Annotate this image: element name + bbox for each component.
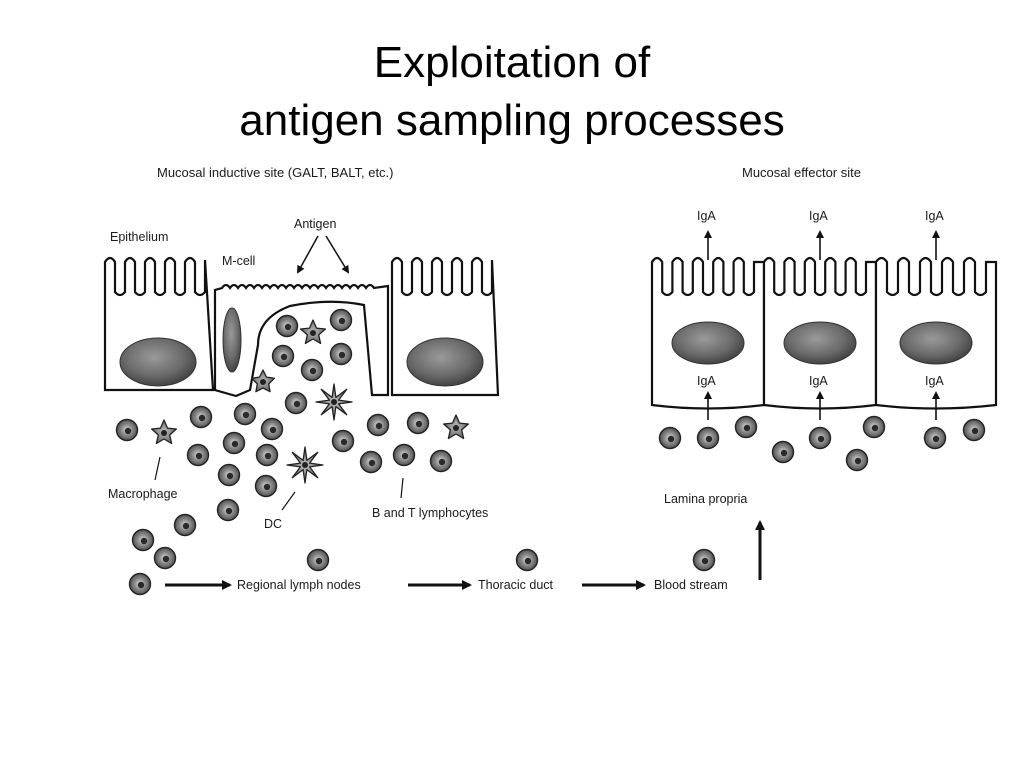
lymphocyte-icon bbox=[392, 443, 416, 467]
lymphocyte-icon bbox=[275, 314, 299, 338]
lymphocyte-icon bbox=[808, 426, 832, 450]
lymphocyte-icon bbox=[233, 402, 257, 426]
lymphocyte-icon bbox=[845, 448, 869, 472]
macrophage-icon bbox=[299, 319, 327, 345]
lymphocyte-icon bbox=[131, 528, 155, 552]
lymphocyte-icon bbox=[284, 391, 308, 415]
lymphocyte-icon bbox=[359, 450, 383, 474]
m-cell-nucleus-icon bbox=[222, 307, 242, 373]
effector-epithelial-cell: IgA IgA bbox=[650, 209, 766, 420]
dendritic-cell-icon bbox=[286, 446, 324, 484]
inductive-site-label: Mucosal inductive site (GALT, BALT, etc.… bbox=[157, 165, 394, 180]
antigen-arrow-right bbox=[325, 235, 350, 274]
effector-epithelial-cell: IgA IgA bbox=[762, 209, 878, 420]
iga-label-inner: IgA bbox=[697, 374, 716, 388]
slide-title: Exploitation of antigen sampling process… bbox=[0, 34, 1024, 150]
iga-label-top: IgA bbox=[925, 209, 944, 223]
macrophage-pointer bbox=[154, 456, 161, 481]
lymphocyte-icon bbox=[173, 513, 197, 537]
m-cell-label: M-cell bbox=[222, 254, 255, 268]
iga-label-inner: IgA bbox=[925, 374, 944, 388]
lymphocyte-icon bbox=[306, 548, 330, 572]
lymphocyte-icon bbox=[115, 418, 139, 442]
lymphocyte-icon bbox=[771, 440, 795, 464]
lymphocyte-icon bbox=[366, 413, 390, 437]
effector-epithelium: IgA IgA IgA IgA IgA IgA bbox=[650, 209, 998, 420]
lamina-propria-label: Lamina propria bbox=[664, 492, 747, 506]
lymphocyte-icon bbox=[862, 415, 886, 439]
lymphocytes-pointer bbox=[400, 477, 404, 499]
epithelium-label: Epithelium bbox=[110, 230, 168, 244]
lymphocyte-icon bbox=[329, 308, 353, 332]
lymphocytes-label: B and T lymphocytes bbox=[372, 506, 488, 520]
lymphocyte-icon bbox=[734, 415, 758, 439]
effector-lymphocytes bbox=[658, 415, 986, 472]
nucleus-icon bbox=[119, 337, 197, 387]
nucleus-icon bbox=[671, 321, 745, 365]
title-line-1: Exploitation of bbox=[373, 38, 651, 87]
pathway-step-blood-stream: Blood stream bbox=[654, 578, 728, 592]
dc-pointer bbox=[281, 491, 296, 511]
lymphocyte-icon bbox=[216, 498, 240, 522]
lymphocyte-icon bbox=[429, 449, 453, 473]
macrophage-icon bbox=[442, 414, 470, 440]
lymphocyte-icon bbox=[222, 431, 246, 455]
iga-label-inner: IgA bbox=[809, 374, 828, 388]
lymphocyte-icon bbox=[128, 572, 152, 596]
lymphocyte-icon bbox=[153, 546, 177, 570]
macrophage-icon bbox=[250, 369, 276, 393]
lymphocyte-icon bbox=[696, 426, 720, 450]
epithelial-cell-left bbox=[103, 256, 215, 392]
m-cell bbox=[213, 283, 390, 398]
nucleus-icon bbox=[406, 337, 484, 387]
title-line-2: antigen sampling processes bbox=[239, 96, 785, 145]
pathway-step-lymph-nodes: Regional lymph nodes bbox=[237, 578, 361, 592]
macrophage-label: Macrophage bbox=[108, 487, 178, 501]
dendritic-cell-icon bbox=[315, 383, 353, 421]
lymphocyte-icon bbox=[406, 411, 430, 435]
antigen-label: Antigen bbox=[294, 217, 336, 231]
lymphocyte-icon bbox=[255, 443, 279, 467]
lymphocyte-icon bbox=[923, 426, 947, 450]
macrophage-icon bbox=[150, 419, 178, 445]
lymphocyte-icon bbox=[271, 344, 295, 368]
lymphocyte-icon bbox=[515, 548, 539, 572]
effector-site-label: Mucosal effector site bbox=[742, 165, 861, 180]
antigen-arrow-left bbox=[297, 235, 319, 274]
dc-label: DC bbox=[264, 517, 282, 531]
lymphocyte-icon bbox=[186, 443, 210, 467]
lymphocyte-icon bbox=[962, 418, 986, 442]
nucleus-icon bbox=[783, 321, 857, 365]
lymphocyte-icon bbox=[254, 474, 278, 498]
lymphocyte-icon bbox=[658, 426, 682, 450]
lymphocyte-icon bbox=[329, 342, 353, 366]
pathway-step-thoracic-duct: Thoracic duct bbox=[478, 578, 554, 592]
lymphocyte-icon bbox=[189, 405, 213, 429]
circulation-pathway: Regional lymph nodes Thoracic duct Blood… bbox=[165, 520, 765, 592]
nucleus-icon bbox=[899, 321, 973, 365]
lymphocyte-icon bbox=[300, 358, 324, 382]
lymphocyte-icon bbox=[260, 417, 284, 441]
epithelial-cell-right bbox=[390, 256, 500, 397]
iga-label-top: IgA bbox=[697, 209, 716, 223]
lymphocyte-icon bbox=[217, 463, 241, 487]
inductive-immune-cells bbox=[115, 308, 716, 596]
iga-label-top: IgA bbox=[809, 209, 828, 223]
effector-epithelial-cell: IgA IgA bbox=[874, 209, 998, 420]
lymphocyte-icon bbox=[331, 429, 355, 453]
lymphocyte-icon bbox=[692, 548, 716, 572]
